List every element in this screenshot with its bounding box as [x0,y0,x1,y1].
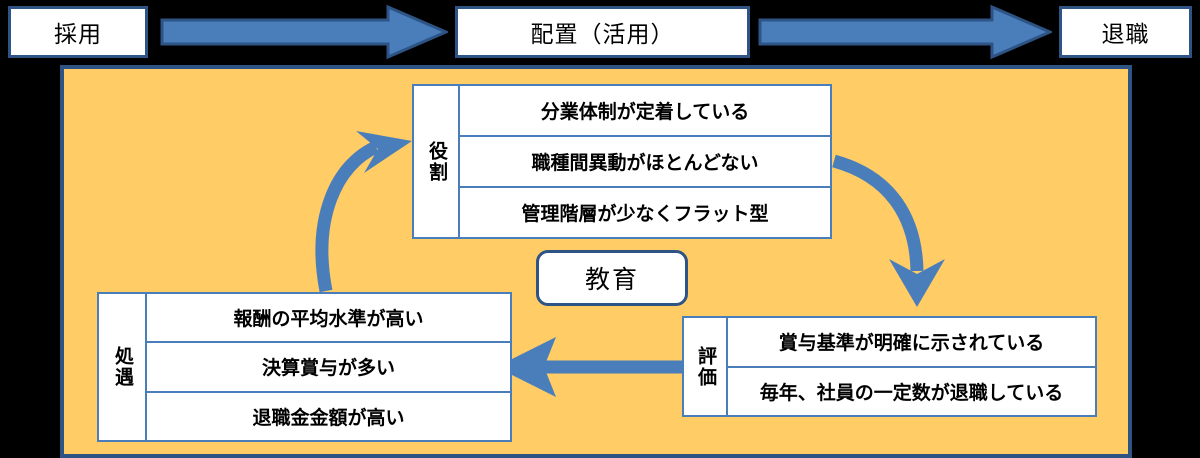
flow-box-placement: 配置（活用） [455,6,750,58]
table-row: 分業体制が定着している [460,86,830,137]
fact-table-evaluation-label: 評価 [684,318,728,415]
fact-table-treatment-label: 処遇 [99,294,147,440]
table-row: 管理階層が少なくフラット型 [521,204,769,225]
cycle-arrow-treatment-to-role [315,131,412,293]
block-arrow-recruitment-to-placement [160,4,450,60]
hr-cycle-panel: 役割 分業体制が定着している 職種間異動がほとんどない 管理階層が少なくフラット… [60,65,1132,458]
flow-box-recruitment-label: 採用 [54,21,102,47]
table-row: 職種間異動がほとんどない [460,137,830,188]
fact-table-treatment-rows: 報酬の平均水準が高い 決算賞与が多い 退職金金額が高い [147,294,510,440]
flow-box-resignation: 退職 [1059,6,1192,58]
fact-table-role: 役割 分業体制が定着している 職種間異動がほとんどない 管理階層が少なくフラット… [412,84,832,239]
education-center-label: 教育 [584,266,639,294]
cycle-arrow-role-to-evaluation [832,154,945,307]
flow-box-placement-label: 配置（活用） [530,21,675,47]
education-center-box: 教育 [536,250,688,306]
block-arrow-placement-to-resignation [758,4,1054,60]
fact-table-evaluation: 評価 賞与基準が明確に示されている 毎年、社員の一定数が退職している [682,316,1097,417]
fact-table-treatment: 処遇 報酬の平均水準が高い 決算賞与が多い 退職金金額が高い [97,292,512,442]
flow-box-recruitment: 採用 [8,6,148,58]
cycle-arrow-evaluation-to-treatment [496,337,682,397]
table-row: 退職金金額が高い [252,407,405,429]
table-row: 報酬の平均水準が高い [147,294,510,344]
table-row: 決算賞与が多い [147,343,510,393]
flow-box-resignation-label: 退職 [1101,21,1150,47]
fact-table-role-label: 役割 [414,86,460,237]
fact-table-role-rows: 分業体制が定着している 職種間異動がほとんどない 管理階層が少なくフラット型 [460,86,830,237]
table-row: 毎年、社員の一定数が退職している [759,382,1064,404]
fact-table-evaluation-rows: 賞与基準が明確に示されている 毎年、社員の一定数が退職している [728,318,1095,415]
table-row: 賞与基準が明確に示されている [728,318,1095,368]
